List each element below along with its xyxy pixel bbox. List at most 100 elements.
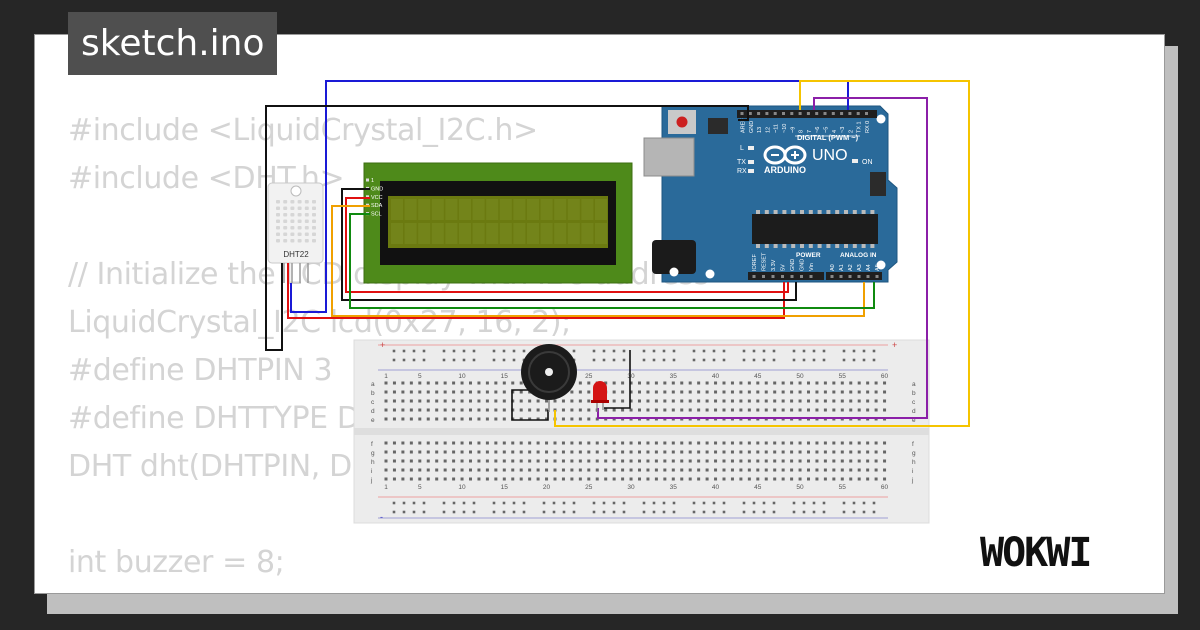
analog-header bbox=[826, 272, 882, 280]
digital-pin-label: 8 bbox=[799, 130, 805, 133]
code-line: #include <LiquidCrystal_I2C.h> bbox=[68, 113, 538, 148]
power-pin-label: GND bbox=[800, 259, 806, 271]
dht-label: DHT22 bbox=[283, 250, 309, 259]
row-label: c bbox=[371, 399, 375, 406]
column-label: 5 bbox=[418, 484, 422, 491]
code-line: int buzzer = 8; bbox=[68, 545, 285, 580]
mount-hole bbox=[876, 260, 886, 270]
wokwi-logo: WOKWI bbox=[980, 530, 1092, 576]
mount-hole bbox=[705, 269, 715, 279]
buzzer bbox=[521, 344, 577, 412]
wire-yellow bbox=[554, 80, 970, 427]
mount-hole bbox=[876, 114, 886, 124]
row-label: g bbox=[371, 450, 375, 457]
lcd-pin-label: SDA bbox=[371, 203, 383, 209]
wire-black-buzzer bbox=[511, 389, 549, 421]
row-label: i bbox=[371, 468, 372, 475]
power-pin-label: 3.3V bbox=[771, 259, 777, 271]
column-label: 60 bbox=[881, 484, 889, 491]
column-label: 15 bbox=[501, 484, 509, 491]
power-label: POWER bbox=[796, 252, 821, 259]
board-brand: ARDUINO bbox=[764, 165, 806, 175]
brand-text: WOKWI bbox=[980, 530, 1090, 576]
column-label: 35 bbox=[670, 373, 678, 380]
digital-pin-label: 2 bbox=[848, 130, 854, 133]
column-label: 50 bbox=[796, 373, 804, 380]
rail-plus-label: + bbox=[380, 340, 385, 350]
column-label: 55 bbox=[839, 373, 847, 380]
analog-label: ANALOG IN bbox=[840, 252, 877, 259]
lcd-pin-label: VCC bbox=[371, 195, 383, 201]
column-label: 45 bbox=[754, 484, 762, 491]
column-label: 55 bbox=[839, 484, 847, 491]
row-label: h bbox=[371, 459, 375, 466]
digital-pin-label: 12 bbox=[765, 127, 771, 133]
analog-pin-label: A3 bbox=[857, 264, 863, 271]
column-label: 40 bbox=[712, 373, 720, 380]
digital-pin-label: 4 bbox=[832, 130, 838, 133]
breadboard-holes bbox=[384, 349, 887, 514]
column-label: 10 bbox=[458, 484, 466, 491]
row-label: a bbox=[371, 381, 375, 388]
atmega-chip bbox=[752, 214, 878, 244]
analog-pin-label: A2 bbox=[848, 264, 854, 271]
analog-pin-label: A5 bbox=[875, 264, 881, 271]
wire-purple bbox=[597, 97, 928, 419]
row-label: b bbox=[912, 390, 916, 397]
column-label: 50 bbox=[796, 484, 804, 491]
sketch-filename: sketch.ino bbox=[68, 12, 278, 75]
column-label: 15 bbox=[501, 373, 509, 380]
red-led bbox=[591, 381, 609, 412]
digital-pin-label: ~11 bbox=[774, 124, 780, 133]
lcd-pin-label: SCL bbox=[371, 212, 382, 218]
rx-label: RX bbox=[737, 168, 747, 175]
column-label: 25 bbox=[585, 373, 593, 380]
row-label: a bbox=[912, 381, 916, 388]
wire-black-led bbox=[604, 350, 631, 409]
on-label: ON bbox=[862, 159, 873, 166]
code-line: LiquidCrystal_I2C lcd(0x27, 16, 2); bbox=[68, 305, 571, 340]
rail-plus-label-right: + bbox=[892, 340, 897, 350]
digital-pin-label: ~9 bbox=[790, 127, 796, 133]
power-jack bbox=[652, 240, 696, 274]
digital-pin-label: TX 1 bbox=[857, 121, 863, 133]
power-header bbox=[748, 272, 824, 280]
digital-pin-label: ~10 bbox=[782, 124, 788, 133]
code-listing: #include <LiquidCrystal_I2C.h>#include <… bbox=[68, 107, 709, 593]
row-label: d bbox=[912, 408, 916, 415]
row-label: b bbox=[371, 390, 375, 397]
wire-red-lcd bbox=[345, 197, 789, 293]
analog-pin-label: A4 bbox=[866, 264, 872, 271]
digital-pin-label: ~3 bbox=[840, 127, 846, 133]
column-label: 30 bbox=[627, 484, 635, 491]
digital-label: DIGITAL (PWM ~) bbox=[797, 133, 859, 142]
code-line: #define DHTPIN 3 bbox=[68, 353, 333, 388]
wire-orange-sda bbox=[331, 205, 865, 317]
row-label: i bbox=[912, 468, 913, 475]
column-label: 1 bbox=[384, 373, 388, 380]
digital-pin-label: 13 bbox=[757, 127, 763, 133]
power-pin-label: GND bbox=[790, 259, 796, 271]
column-label: 20 bbox=[543, 484, 551, 491]
column-label: 30 bbox=[627, 373, 635, 380]
row-label: e bbox=[371, 417, 375, 424]
analog-pin-label: A0 bbox=[830, 264, 836, 271]
column-label: 60 bbox=[881, 373, 889, 380]
column-label: 5 bbox=[418, 373, 422, 380]
dht22-sensor: DHT22 bbox=[267, 182, 324, 283]
wire-black-lcd bbox=[341, 188, 797, 301]
icsp-header bbox=[708, 118, 728, 134]
power-pin-label: 5V bbox=[781, 264, 787, 271]
tx-label: TX bbox=[737, 159, 746, 166]
lcd-pin-label: GND bbox=[371, 186, 383, 192]
digital-pin-label: ~6 bbox=[815, 127, 821, 133]
usb-port bbox=[643, 137, 695, 177]
arduino-logo bbox=[763, 145, 807, 165]
column-label: 1 bbox=[384, 484, 388, 491]
digital-pin-label: AREF bbox=[741, 118, 747, 133]
